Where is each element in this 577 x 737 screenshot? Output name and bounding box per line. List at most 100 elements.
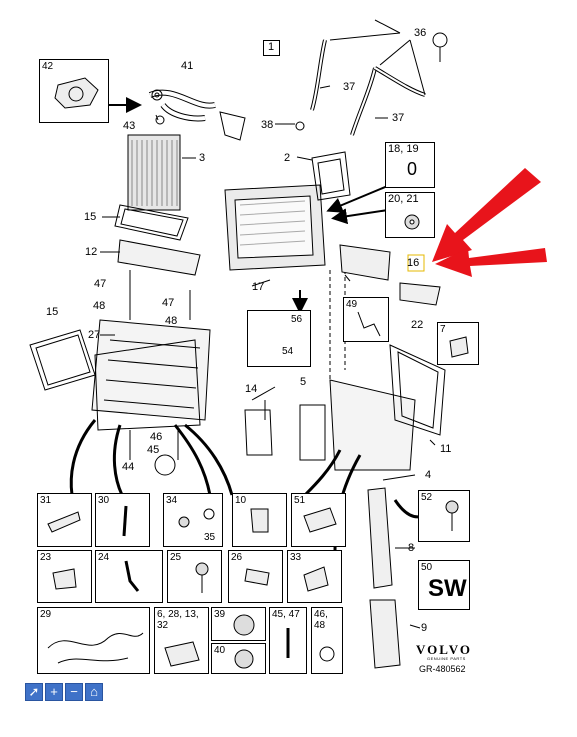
part-23-icon [52,568,77,590]
part-box-50[interactable]: 50 SW [418,560,470,610]
part-box-34[interactable]: 34 35 [163,493,223,547]
part-box-31-label: 31 [40,495,52,506]
part-box-39-label: 39 [214,609,226,620]
part-6-28-icon [164,641,200,667]
part-7-icon [449,336,469,358]
part-box-7-label: 7 [440,324,446,335]
viewer-toolbar: ➚ + − ⌂ [25,683,103,701]
part-box-40[interactable]: 40 [211,643,266,674]
part-box-26-label: 26 [231,552,243,563]
part-box-26[interactable]: 26 [228,550,283,603]
part-box-7[interactable]: 7 [437,322,479,365]
part-box-34-label: 34 [166,495,178,506]
part-box-6-28-13-32-label: 6, 28, 13, 32 [157,609,199,631]
part-42-icon [54,77,99,109]
part-box-24-label: 24 [98,552,110,563]
callout-17: 17 [252,281,265,293]
callout-15-b: 15 [46,306,59,318]
part-box-51[interactable]: 51 [291,493,346,547]
part-40-icon [234,649,254,669]
part-box-45-47[interactable]: 45, 47 [269,607,307,674]
callout-8: 8 [408,542,415,554]
home-icon[interactable]: ⌂ [85,683,103,701]
part-box-10-label: 10 [235,495,247,506]
part-box-52-label: 52 [421,492,433,503]
part-box-42-label: 42 [42,61,54,72]
volvo-logo: VOLVO [416,642,472,657]
part-box-31[interactable]: 31 [37,493,92,547]
part-box-18-19-label: 18, 19 [388,143,419,155]
zoom-in-icon[interactable]: + [45,683,63,701]
part-24-icon [124,560,140,592]
part-46-48-icon [319,646,335,662]
part-26-icon [244,568,270,586]
part-49-icon [357,311,381,337]
part-box-54-label: 56 [291,314,303,325]
part-33-icon [303,566,329,592]
callout-4: 4 [425,469,432,481]
software-label: SW [428,575,467,602]
part-39-icon [233,614,255,636]
part-box-23[interactable]: 23 [37,550,92,603]
callout-12: 12 [85,246,98,258]
part-box-35-label: 35 [204,532,216,543]
callout-43: 43 [123,120,136,132]
part-box-29-label: 29 [40,609,52,620]
genuine-parts-label: GENUINE PARTS [427,656,466,661]
group-label-box: 1 [263,40,280,56]
callout-48-b: 48 [165,315,178,327]
part-box-30-label: 30 [98,495,110,506]
part-box-20-21-label: 20, 21 [388,193,419,205]
part-box-45-47-label: 45, 47 [272,609,300,620]
callout-15-a: 15 [84,211,97,223]
part-box-53-label: 54 [282,346,294,357]
select-icon[interactable]: ➚ [25,683,43,701]
part-box-25-label: 25 [170,552,182,563]
callout-3: 3 [199,152,206,164]
diagram-reference: GR-480562 [419,664,466,674]
part-box-29[interactable]: 29 [37,607,150,674]
callout-16: 16 [407,257,420,269]
part-box-50-label: 50 [421,562,433,573]
part-31-icon [47,511,81,533]
part-box-49[interactable]: 49 [343,297,389,342]
part-box-25[interactable]: 25 [167,550,222,603]
callout-14: 14 [245,383,258,395]
part-20-21-icon [404,214,420,230]
group-label: 1 [268,41,275,53]
part-51-icon [303,507,337,533]
part-18-19-ring: 0 [407,159,418,179]
part-box-52[interactable]: 52 [418,490,470,542]
part-box-39[interactable]: 39 [211,607,266,641]
part-box-20-21[interactable]: 20, 21 [385,192,435,238]
red-arrow-lower [435,248,547,277]
callout-9: 9 [421,622,428,634]
part-box-46-48[interactable]: 46, 48 [311,607,343,674]
part-box-30[interactable]: 30 [95,493,150,547]
part-10-icon [250,508,269,533]
part-box-18-19[interactable]: 18, 19 0 [385,142,435,188]
part-box-33[interactable]: 33 [287,550,342,603]
part-box-6-28-13-32[interactable]: 6, 28, 13, 32 [154,607,209,674]
part-box-42[interactable]: 42 [39,59,109,123]
part-30-icon [122,505,128,537]
callout-37-b: 37 [392,112,405,124]
red-arrow-upper [432,168,541,262]
callout-2: 2 [284,152,291,164]
part-box-46-48-label: 46, 48 [314,609,328,631]
part-box-53-54[interactable]: 56 54 [247,310,311,367]
callout-38: 38 [261,119,274,131]
part-box-24[interactable]: 24 [95,550,163,603]
callout-45: 45 [147,444,160,456]
callout-27: 27 [88,329,101,341]
callout-46: 46 [150,431,163,443]
callout-48-a: 48 [93,300,106,312]
callout-47-a: 47 [94,278,107,290]
callout-44: 44 [122,461,135,473]
zoom-out-icon[interactable]: − [65,683,83,701]
part-box-51-label: 51 [294,495,306,506]
callout-22: 22 [411,319,424,331]
part-box-10[interactable]: 10 [232,493,287,547]
